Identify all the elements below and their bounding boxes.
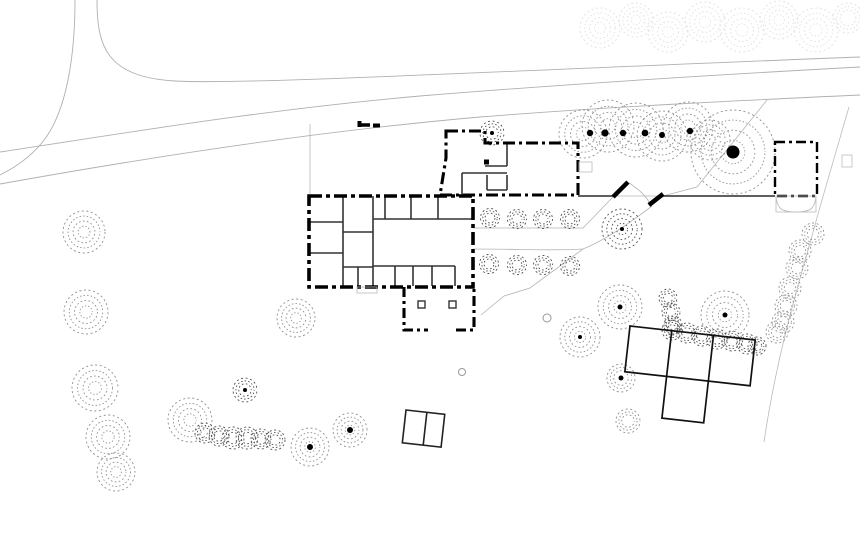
tree bbox=[597, 284, 643, 330]
tree bbox=[721, 330, 743, 352]
tree bbox=[194, 422, 216, 444]
detail-marks-layer bbox=[356, 121, 853, 376]
squares bbox=[623, 325, 757, 424]
tree bbox=[759, 0, 799, 40]
tree bbox=[801, 222, 825, 246]
tree bbox=[479, 254, 499, 274]
tree bbox=[290, 427, 330, 467]
tree bbox=[601, 208, 643, 250]
tree bbox=[579, 7, 621, 49]
tree bbox=[832, 2, 860, 34]
tree bbox=[507, 255, 527, 275]
tree bbox=[264, 429, 286, 451]
tree bbox=[71, 364, 119, 412]
buildings-layer bbox=[307, 129, 819, 449]
tree bbox=[615, 408, 641, 434]
tree-trunks-layer bbox=[586, 127, 740, 159]
tree bbox=[684, 1, 726, 43]
tree bbox=[771, 310, 795, 334]
tree bbox=[608, 102, 664, 158]
tree bbox=[250, 428, 272, 450]
tree bbox=[689, 119, 731, 161]
tree bbox=[533, 209, 553, 229]
tree bbox=[560, 256, 580, 276]
tree bbox=[636, 110, 688, 162]
tree bbox=[706, 328, 728, 350]
tree bbox=[560, 209, 580, 229]
tree bbox=[507, 209, 527, 229]
tree bbox=[85, 414, 131, 460]
tree bbox=[618, 2, 654, 38]
tree bbox=[63, 289, 109, 335]
tree bbox=[167, 397, 213, 443]
tree bbox=[661, 319, 683, 341]
background-vegetation-layer bbox=[579, 0, 860, 53]
tree bbox=[332, 412, 368, 448]
tree bbox=[658, 288, 678, 308]
tree bbox=[606, 363, 636, 393]
tree bbox=[480, 208, 500, 228]
tree bbox=[559, 316, 601, 358]
tree bbox=[747, 336, 767, 356]
roads-and-paths-layer bbox=[0, 0, 860, 443]
tree bbox=[788, 239, 812, 263]
tree bbox=[765, 320, 789, 344]
tree bbox=[62, 210, 106, 254]
tree bbox=[208, 425, 230, 447]
tree bbox=[647, 11, 689, 53]
tree bbox=[785, 256, 809, 280]
tree bbox=[96, 452, 136, 492]
tree bbox=[719, 7, 765, 53]
tree bbox=[221, 426, 245, 450]
tree bbox=[661, 302, 681, 322]
tree bbox=[662, 101, 714, 153]
tree bbox=[232, 377, 258, 403]
tree bbox=[533, 255, 553, 275]
tree bbox=[793, 7, 839, 53]
tree bbox=[235, 426, 259, 450]
shed bbox=[401, 409, 446, 449]
vegetation-layer bbox=[62, 99, 825, 492]
tree bbox=[581, 99, 635, 153]
tree bbox=[276, 298, 316, 338]
tree bbox=[691, 325, 713, 347]
